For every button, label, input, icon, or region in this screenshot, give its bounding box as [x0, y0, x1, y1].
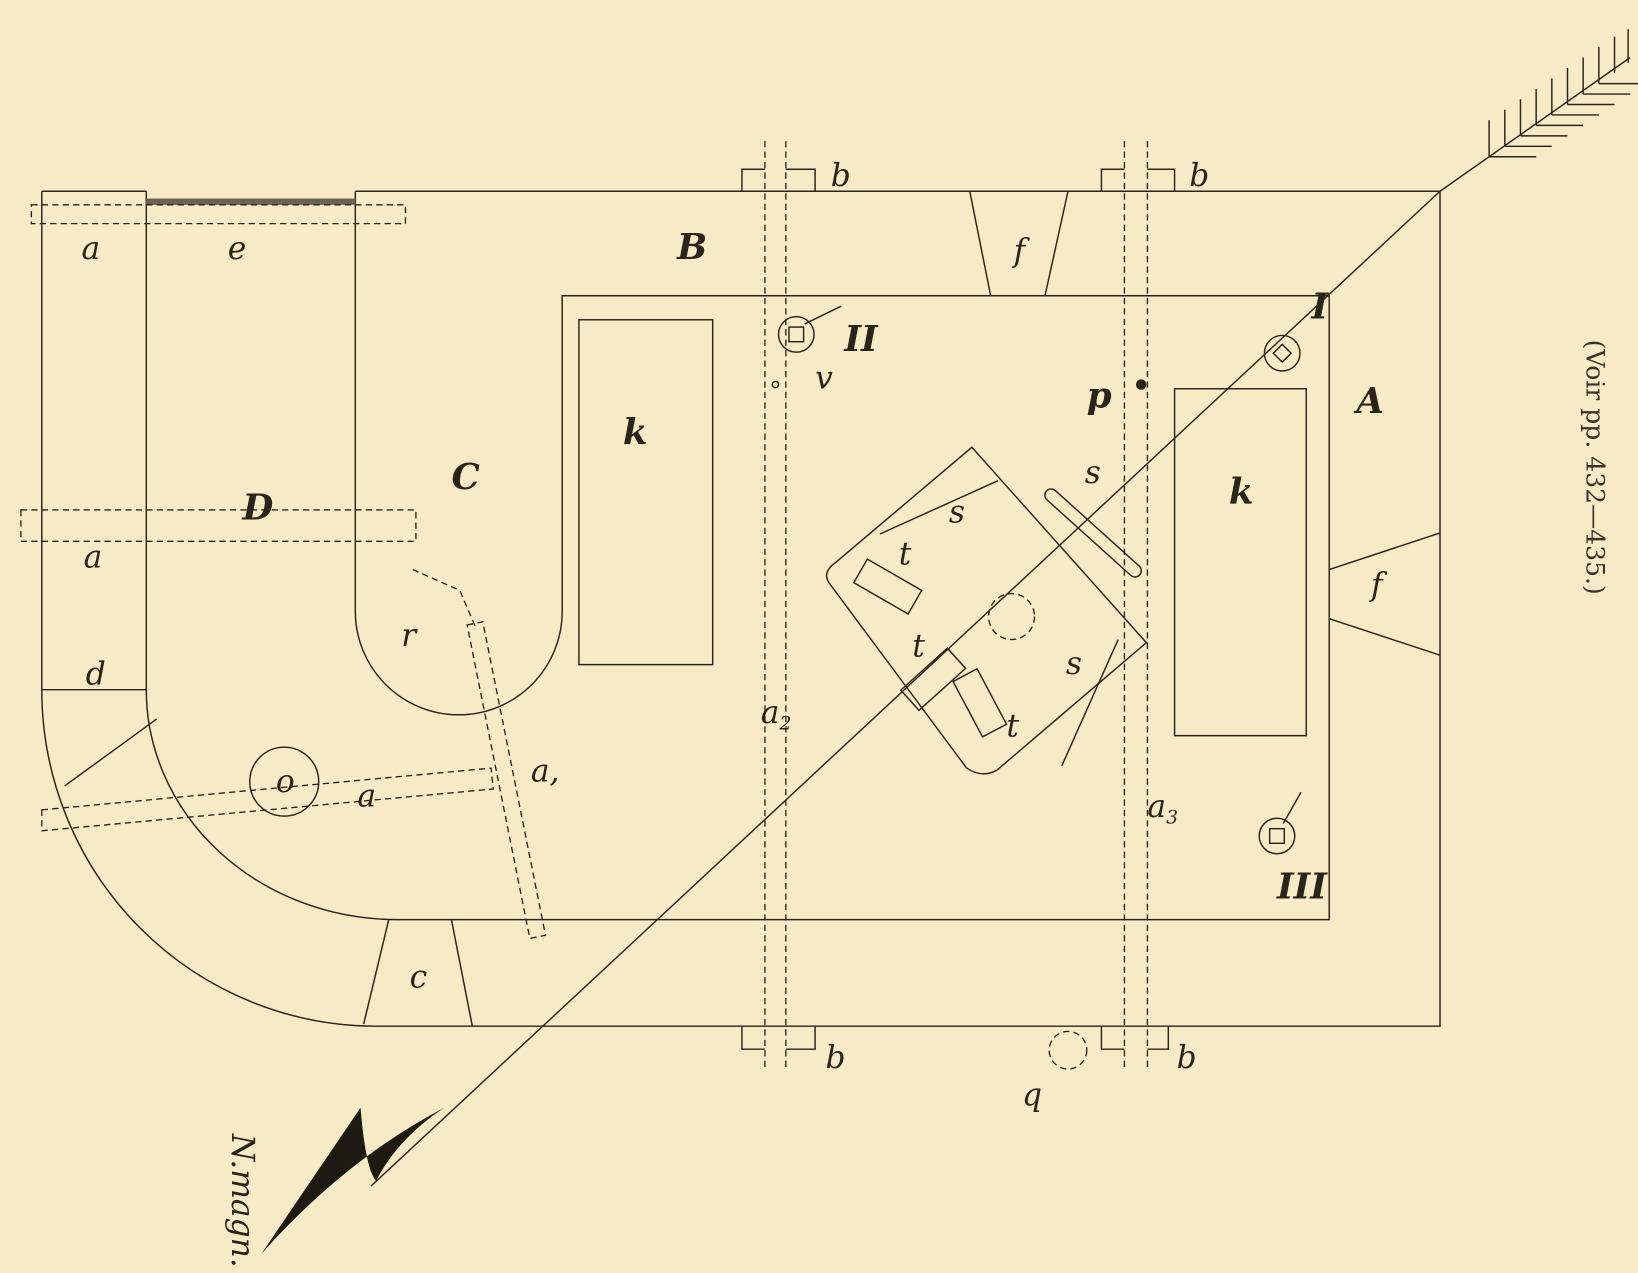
outer-wall — [41, 190, 1441, 1027]
label-b2: b — [1189, 158, 1209, 194]
region-r — [412, 568, 477, 628]
label-t1: t — [899, 536, 912, 572]
feather-icon — [1439, 29, 1638, 192]
label-c: c — [410, 960, 428, 996]
caption-page-reference: (Voir pp. 432—435.) — [1580, 340, 1609, 595]
label-f-right: f — [1369, 568, 1388, 604]
rod-left — [741, 141, 816, 1072]
label-B: B — [676, 227, 707, 268]
label-a2: a2 — [761, 695, 792, 734]
point-v-marker — [771, 380, 780, 389]
hatched-strip — [146, 198, 356, 205]
label-b3: b — [826, 1040, 846, 1076]
label-p: p — [1087, 376, 1112, 417]
label-a1: a, — [531, 754, 560, 790]
label-a-low: a — [357, 779, 376, 815]
bar-D — [20, 509, 417, 542]
label-s2: s — [949, 495, 965, 531]
label-III: III — [1276, 867, 1328, 908]
label-t2: t — [912, 628, 925, 664]
circle-o — [249, 746, 320, 817]
label-a3: a3 — [1147, 789, 1178, 828]
point-p-marker — [1135, 379, 1147, 390]
label-k-left: k — [623, 412, 648, 453]
label-a-mid: a — [84, 539, 103, 575]
label-C: C — [451, 457, 479, 498]
label-north-magnetic: N.magn. — [224, 1133, 260, 1268]
label-o: o — [276, 764, 295, 800]
k-left-rect — [578, 319, 714, 666]
label-b1: b — [831, 158, 851, 194]
c-wall-right — [450, 919, 474, 1027]
label-f-top: f — [1012, 233, 1031, 269]
label-I: I — [1310, 287, 1329, 328]
label-d: d — [86, 656, 106, 692]
label-k-right: k — [1229, 472, 1254, 513]
rod-right — [1100, 141, 1176, 1072]
tilted-apparatus — [825, 446, 1148, 775]
north-arrowhead-icon — [261, 1107, 445, 1254]
bar-e — [30, 204, 407, 225]
label-D: D — [241, 487, 273, 528]
label-s3: s — [1066, 646, 1082, 682]
label-v: v — [815, 361, 833, 397]
bar-a1 — [466, 620, 547, 940]
instrument-I-icon — [1263, 334, 1301, 372]
k-right-rect — [1173, 388, 1307, 737]
instrument-II-icon — [777, 305, 842, 353]
label-r: r — [401, 618, 418, 654]
f-right-bottom — [1329, 617, 1441, 656]
label-II: II — [843, 319, 879, 360]
bar-a-lower — [41, 767, 494, 832]
instrument-III-icon — [1258, 791, 1302, 855]
magnetic-meridian-line — [370, 190, 1441, 1187]
label-a-top: a — [82, 231, 101, 267]
label-b4: b — [1177, 1040, 1197, 1076]
circle-q — [1048, 1030, 1088, 1070]
f-top-right — [1044, 191, 1069, 296]
label-q: q — [1022, 1078, 1042, 1114]
f-right-top — [1329, 532, 1441, 571]
c-wall-left — [362, 919, 390, 1025]
label-t3: t — [1006, 709, 1019, 745]
label-A: A — [1353, 381, 1384, 422]
label-e: e — [228, 231, 247, 267]
label-s1: s — [1085, 455, 1101, 491]
f-top-left — [969, 191, 992, 296]
d-separator-diag — [64, 718, 158, 787]
